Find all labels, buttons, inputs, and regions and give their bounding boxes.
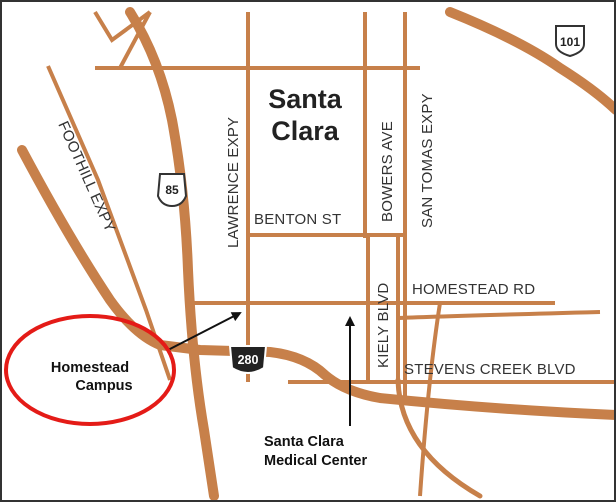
label-medical-center-line2: Medical Center (264, 453, 367, 469)
highway-i280 (17, 145, 616, 420)
label-homestead-rd: HOMESTEAD RD (412, 281, 535, 298)
shield-us101-number: 101 (560, 35, 580, 49)
road-north-diagonal (118, 11, 152, 69)
shield-i280-number: 280 (238, 353, 259, 367)
highlight-circle (4, 314, 176, 426)
label-homestead-campus-line1: Homestead (51, 360, 129, 376)
city-label-line2: Clara (271, 116, 340, 146)
shield-ca85: 85 (156, 173, 188, 208)
label-medical-center-line1: Santa Clara (264, 434, 345, 450)
road-east-extension (397, 310, 601, 320)
highway-us101 (445, 7, 616, 115)
arrow-to-homestead-campus (167, 312, 242, 351)
road-south-curve (418, 302, 442, 497)
label-benton-st: BENTON ST (254, 211, 341, 228)
road-san-tomas-south (395, 377, 483, 499)
label-lawrence-expy: LAWRENCE EXPY (225, 117, 242, 248)
city-label-line1: Santa (268, 84, 343, 114)
major-roads (17, 7, 616, 501)
highway-ca85 (125, 7, 219, 501)
label-kiely-blvd: KIELY BLVD (375, 283, 392, 368)
shield-us101: 101 (555, 25, 585, 58)
label-homestead-campus-line2: Campus (75, 378, 132, 394)
label-san-tomas-expy: SAN TOMAS EXPY (419, 93, 436, 228)
shield-ca85-number: 85 (165, 183, 179, 197)
label-stevens-creek-blvd: STEVENS CREEK BLVD (404, 361, 576, 378)
shield-i280: 280 (228, 345, 268, 374)
label-bowers-ave: BOWERS AVE (379, 121, 396, 222)
